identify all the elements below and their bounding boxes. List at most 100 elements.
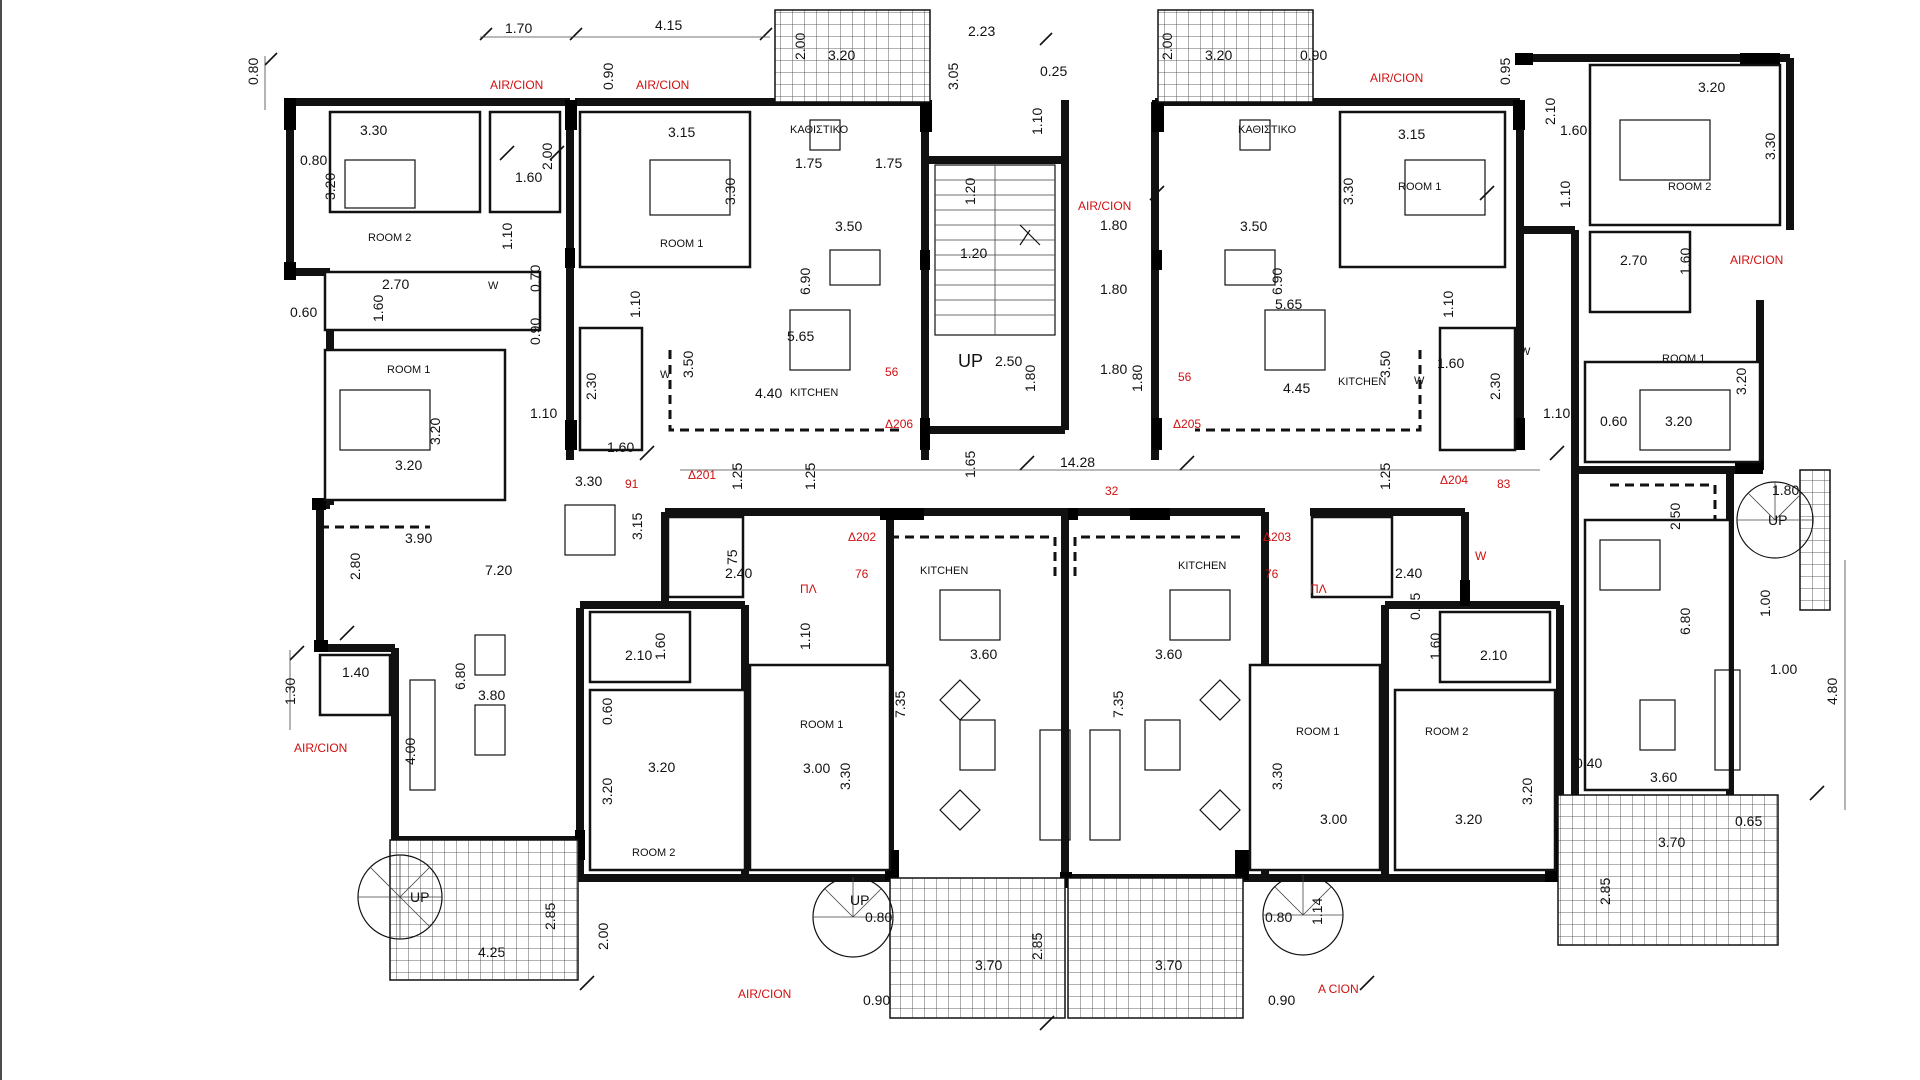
dim-label: 1.25 bbox=[729, 463, 745, 490]
door-code: Δ201 bbox=[688, 468, 716, 482]
dim-label: 3.20 bbox=[1205, 47, 1232, 63]
dim-label: 0.80 bbox=[245, 58, 261, 85]
dim-label: 4.00 bbox=[402, 738, 418, 765]
room-label: ROOM 2 bbox=[1668, 181, 1711, 193]
dim-label: 2.00 bbox=[595, 923, 611, 950]
dim-label: 0.25 bbox=[1040, 63, 1067, 79]
dim-label: 0.80 bbox=[300, 152, 327, 168]
dim-label: 4.80 bbox=[1824, 678, 1840, 705]
dim-label: 4.25 bbox=[478, 944, 505, 960]
dim-label: 3.90 bbox=[405, 530, 432, 546]
dim-label: 1.10 bbox=[797, 623, 813, 650]
dim-label: 3.30 bbox=[1269, 763, 1285, 790]
room-label: ΚΑΘΙΣΤΙΚΟ bbox=[1238, 124, 1297, 136]
unit-number: 76 bbox=[855, 567, 869, 581]
dim-label: 75 bbox=[724, 549, 740, 565]
dim-label: 2.00 bbox=[792, 33, 808, 60]
dim-label: 3.50 bbox=[1240, 218, 1267, 234]
dim-label: 2.50 bbox=[1667, 503, 1683, 530]
dim-label: 5.65 bbox=[1275, 296, 1302, 312]
dim-label: 0.95 bbox=[1497, 58, 1513, 85]
dim-label: 3.20 bbox=[1665, 413, 1692, 429]
dim-label: 3.20 bbox=[599, 778, 615, 805]
dim-label: 0.90 bbox=[527, 318, 543, 345]
dim-label: 1.60 bbox=[652, 633, 668, 660]
dim-label: 1.20 bbox=[962, 178, 978, 205]
dim-label: 1.65 bbox=[962, 451, 978, 478]
dim-label: 0.90 bbox=[1268, 992, 1295, 1008]
dim-label: 4.40 bbox=[755, 385, 782, 401]
dim-label: 14.28 bbox=[1060, 454, 1095, 470]
dim-label: 7.35 bbox=[1110, 691, 1126, 718]
room-labels: ROOM 2 ROOM 1 ROOM 1 ΚΑΘΙΣΤΙΚΟ KITCHEN Κ… bbox=[368, 124, 1711, 859]
dim-label: 2.70 bbox=[1620, 252, 1647, 268]
dim-label: 0.90 bbox=[600, 63, 616, 90]
dim-label: 2.23 bbox=[968, 23, 995, 39]
dim-label: 1.10 bbox=[1440, 291, 1456, 318]
dim-label: 3.50 bbox=[1377, 351, 1393, 378]
dim-label: 3.30 bbox=[360, 122, 387, 138]
dim-label: 1.75 bbox=[875, 155, 902, 171]
dim-label: 6.90 bbox=[797, 268, 813, 295]
dim-label: 2.85 bbox=[1597, 878, 1613, 905]
aircon-label: AIR/CION bbox=[738, 987, 791, 1001]
door-code: Δ204 bbox=[1440, 473, 1468, 487]
room-label: KITCHEN bbox=[1338, 376, 1386, 388]
dim-label: 1.60 bbox=[1677, 248, 1693, 275]
room-label: ROOM 2 bbox=[368, 232, 411, 244]
room-label: ROOM 1 bbox=[1398, 181, 1441, 193]
dim-label: 3.60 bbox=[1155, 646, 1182, 662]
dim-label: 1.25 bbox=[802, 463, 818, 490]
interior-walls bbox=[318, 63, 1782, 872]
w-label: W bbox=[1475, 549, 1487, 563]
dim-label: 3.00 bbox=[803, 760, 830, 776]
dim-label: 3.30 bbox=[1340, 178, 1356, 205]
dim-label: 3.20 bbox=[1698, 79, 1725, 95]
dim-label: 1.80 bbox=[1100, 281, 1127, 297]
door-code: Δ202 bbox=[848, 530, 876, 544]
dim-label: 1.60 bbox=[1437, 355, 1464, 371]
room-label: W bbox=[488, 280, 499, 292]
dim-label: 1.80 bbox=[1100, 217, 1127, 233]
annotations: UP UP UP UP AIR/CION AIR/CION AIR/CION A… bbox=[294, 71, 1787, 1001]
dim-label: 2.70 bbox=[382, 276, 409, 292]
dim-label: 7.35 bbox=[892, 691, 908, 718]
dim-label: 1.80 bbox=[1772, 482, 1799, 498]
dim-label: 1.60 bbox=[515, 169, 542, 185]
dim-label: 3.80 bbox=[478, 687, 505, 703]
dim-label: 3.30 bbox=[837, 763, 853, 790]
room-label: ROOM 1 bbox=[387, 364, 430, 376]
up-label: UP bbox=[850, 892, 869, 908]
dim-label: 1.60 bbox=[1560, 122, 1587, 138]
room-label: KITCHEN bbox=[1178, 560, 1226, 572]
dimension-ticks bbox=[264, 27, 1846, 1031]
dim-label: 2.40 bbox=[725, 565, 752, 581]
spiral-stairs bbox=[357, 481, 1814, 958]
dim-label: 3.20 bbox=[1519, 778, 1535, 805]
dim-label: 0.80 bbox=[1265, 909, 1292, 925]
unit-number: 91 bbox=[625, 477, 639, 491]
up-label: UP bbox=[958, 351, 983, 371]
dim-label: 2.10 bbox=[1542, 98, 1558, 125]
aircon-label: AIR/CION bbox=[490, 78, 543, 92]
dim-label: 1.60 bbox=[607, 439, 634, 455]
room-label: ROOM 1 bbox=[1296, 726, 1339, 738]
tiled-balconies bbox=[389, 9, 1831, 1019]
furniture bbox=[339, 119, 1741, 841]
main-staircase bbox=[934, 164, 1056, 336]
dim-label: 2.00 bbox=[539, 143, 555, 170]
dim-label: 3.60 bbox=[1650, 769, 1677, 785]
dim-label: 1.10 bbox=[1543, 405, 1570, 421]
room-label: ΚΑΘΙΣΤΙΚΟ bbox=[790, 124, 849, 136]
aircon-label: AIR/CION bbox=[1370, 71, 1423, 85]
room-label: W bbox=[660, 369, 671, 381]
dim-label: 4.15 bbox=[655, 17, 682, 33]
dim-label: 0.90 bbox=[1300, 47, 1327, 63]
dim-label: 1.14 bbox=[1309, 898, 1325, 925]
door-code: Δ206 bbox=[885, 417, 913, 431]
dim-label: 1.40 bbox=[342, 664, 369, 680]
room-label: ROOM 2 bbox=[1425, 726, 1468, 738]
dim-label: 3.20 bbox=[1455, 811, 1482, 827]
up-label: UP bbox=[1768, 512, 1787, 528]
